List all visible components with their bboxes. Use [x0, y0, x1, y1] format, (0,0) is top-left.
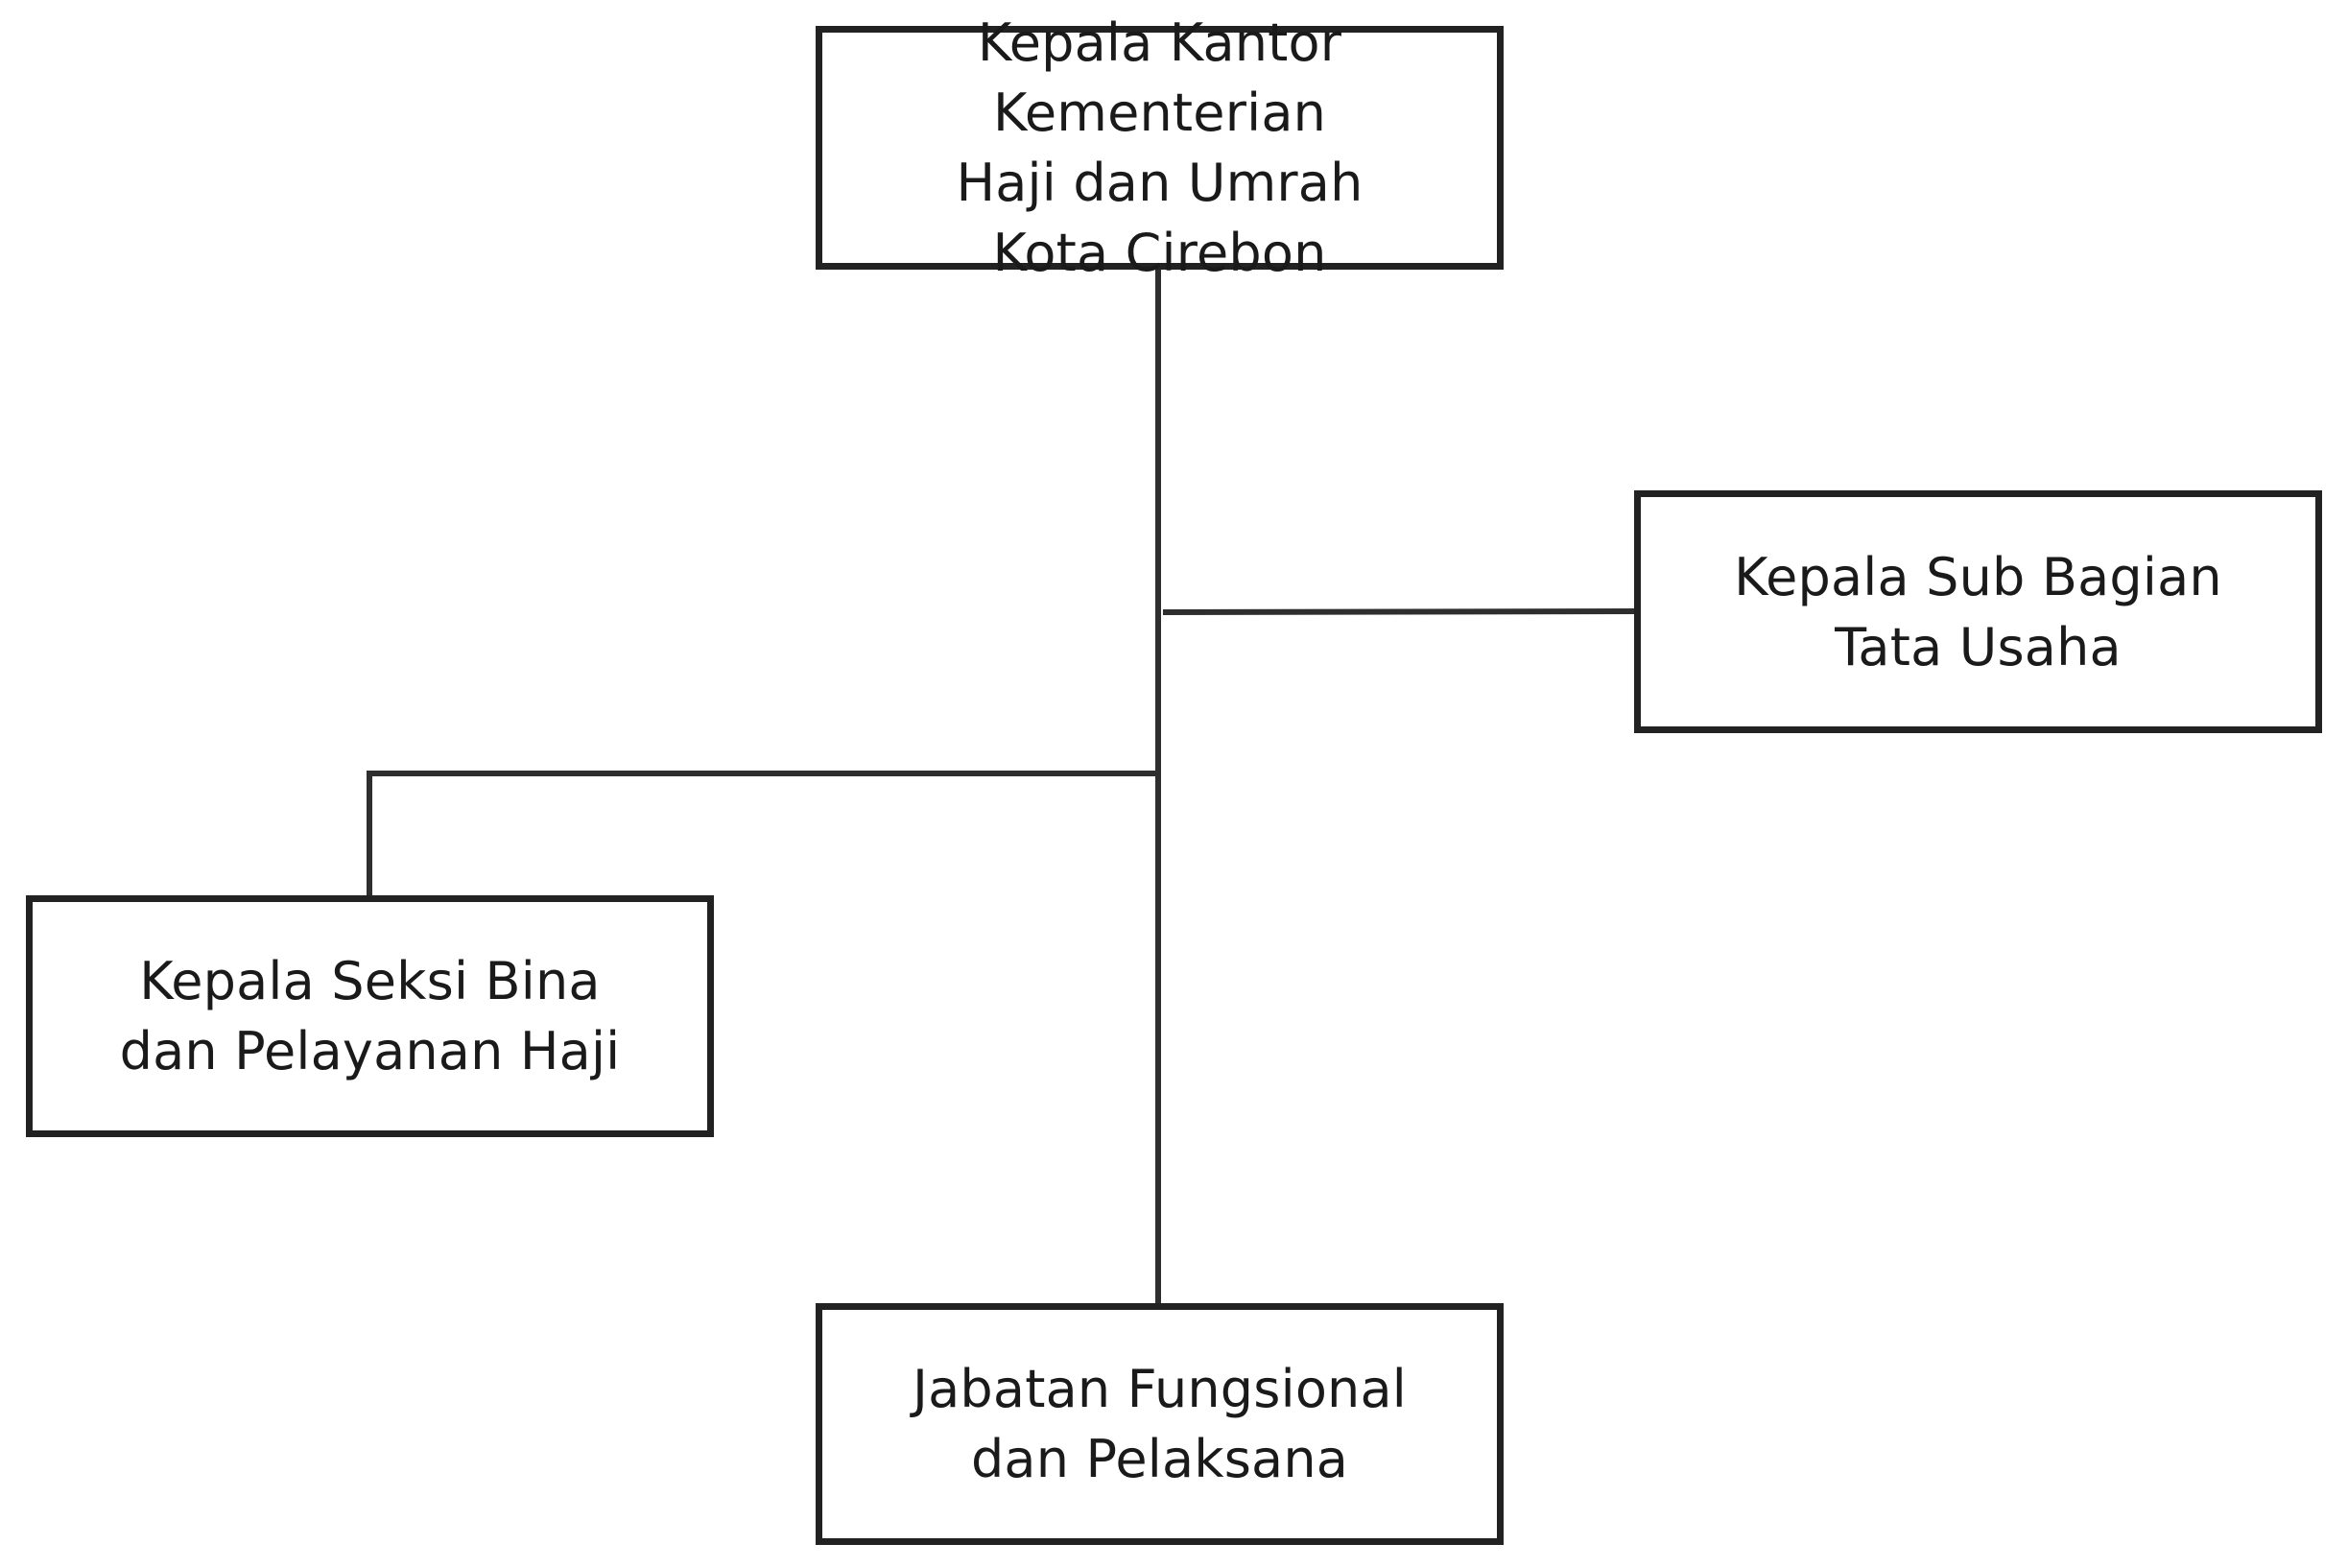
connector-to-admin	[1162, 607, 1638, 616]
node-hajj-services: Kepala Seksi Bina dan Pelayanan Haji	[26, 895, 714, 1137]
node-functional-staff: Jabatan Fungsional dan Pelaksana	[816, 1303, 1504, 1545]
node-administration-label: Kepala Sub Bagian Tata Usaha	[1734, 546, 2222, 677]
node-head-office: Kepala Kantor Kementerian Haji dan Umrah…	[816, 12, 1504, 283]
node-administration: Kepala Sub Bagian Tata Usaha	[1634, 490, 2322, 733]
node-functional-staff-label: Jabatan Fungsional dan Pelaksana	[913, 1359, 1407, 1489]
node-head-office-label: Kepala Kantor Kementerian Haji dan Umrah…	[956, 12, 1364, 283]
node-hajj-services-label: Kepala Seksi Bina dan Pelayanan Haji	[119, 951, 621, 1081]
